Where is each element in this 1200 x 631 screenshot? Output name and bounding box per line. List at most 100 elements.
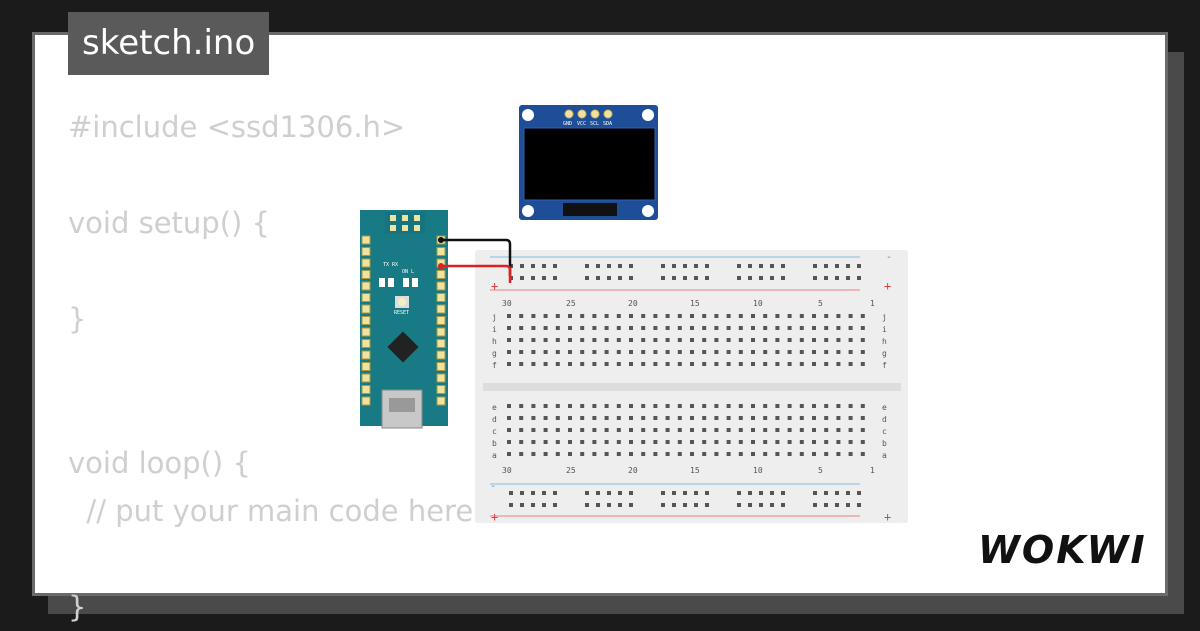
breadboard-hole[interactable] [812,326,816,330]
breadboard-hole[interactable] [519,404,524,408]
breadboard-hole[interactable] [714,314,719,318]
breadboard-hole[interactable] [580,326,585,330]
oled-pin-sda[interactable] [603,109,613,119]
breadboard-hole[interactable] [543,362,548,366]
breadboard-hole[interactable] [738,404,743,408]
breadboard-hole[interactable] [653,416,658,420]
breadboard-hole[interactable] [726,404,731,408]
breadboard-hole[interactable] [787,452,792,456]
breadboard-hole[interactable] [860,326,865,330]
breadboard-hole[interactable] [507,338,511,342]
breadboard-hole[interactable] [616,314,621,318]
breadboard-hole[interactable] [787,350,792,354]
breadboard-hole[interactable] [653,350,658,354]
breadboard-hole[interactable] [702,404,707,408]
breadboard-hole[interactable] [812,338,816,342]
breadboard-hole[interactable] [543,326,548,330]
breadboard-hole[interactable] [641,404,646,408]
breadboard-hole[interactable] [714,350,719,354]
breadboard-hole[interactable] [580,338,585,342]
breadboard-hole[interactable] [677,416,682,420]
breadboard-hole[interactable] [781,491,785,495]
breadboard-hole[interactable] [507,350,511,354]
arduino-pin[interactable] [361,304,371,314]
breadboard-hole[interactable] [690,362,694,366]
breadboard-hole[interactable] [824,276,828,280]
breadboard-hole[interactable] [531,428,536,432]
breadboard-hole[interactable] [690,338,694,342]
breadboard-hole[interactable] [775,362,780,366]
arduino-pin[interactable] [361,362,371,371]
breadboard-hole[interactable] [607,276,611,280]
arduino-pin[interactable] [436,270,446,279]
breadboard-hole[interactable] [702,440,707,444]
wire-red[interactable] [441,264,512,283]
breadboard-hole[interactable] [618,491,622,495]
breadboard-hole[interactable] [726,440,731,444]
breadboard-hole[interactable] [857,264,861,268]
breadboard-hole[interactable] [629,314,633,318]
breadboard-hole[interactable] [770,276,774,280]
breadboard-hole[interactable] [507,362,511,366]
breadboard-hole[interactable] [813,503,817,507]
breadboard-hole[interactable] [726,452,731,456]
breadboard-hole[interactable] [860,404,865,408]
breadboard-hole[interactable] [714,404,719,408]
breadboard-hole[interactable] [641,314,646,318]
breadboard-hole[interactable] [751,404,755,408]
breadboard-hole[interactable] [507,440,511,444]
breadboard-hole[interactable] [690,350,694,354]
breadboard-hole[interactable] [748,491,752,495]
breadboard-hole[interactable] [531,404,536,408]
breadboard-hole[interactable] [824,452,829,456]
breadboard-hole[interactable] [799,326,804,330]
breadboard-hole[interactable] [531,350,536,354]
breadboard-hole[interactable] [690,428,694,432]
breadboard-hole[interactable] [824,491,828,495]
breadboard-hole[interactable] [629,362,633,366]
breadboard-hole[interactable] [641,362,646,366]
breadboard-hole[interactable] [555,416,560,420]
breadboard-hole[interactable] [702,350,707,354]
breadboard-hole[interactable] [592,326,597,330]
breadboard-hole[interactable] [585,503,589,507]
breadboard-hole[interactable] [665,326,670,330]
breadboard-hole[interactable] [763,350,768,354]
breadboard-hole[interactable] [846,491,850,495]
breadboard-hole[interactable] [759,264,763,268]
breadboard-hole[interactable] [592,452,597,456]
breadboard-hole[interactable] [519,338,524,342]
breadboard-hole[interactable] [702,428,707,432]
breadboard-hole[interactable] [629,428,633,432]
breadboard-hole[interactable] [519,416,524,420]
breadboard-hole[interactable] [751,416,755,420]
breadboard-hole[interactable] [543,314,548,318]
breadboard-hole[interactable] [580,416,585,420]
breadboard-hole[interactable] [519,326,524,330]
breadboard-hole[interactable] [748,503,752,507]
breadboard-hole[interactable] [555,362,560,366]
breadboard-hole[interactable] [824,264,828,268]
breadboard-hole[interactable] [759,491,763,495]
breadboard-hole[interactable] [555,350,560,354]
breadboard-hole[interactable] [763,404,768,408]
breadboard-hole[interactable] [580,428,585,432]
breadboard-hole[interactable] [705,491,709,495]
breadboard-hole[interactable] [629,404,633,408]
breadboard-hole[interactable] [835,276,839,280]
breadboard-hole[interactable] [616,452,621,456]
breadboard-hole[interactable] [531,362,536,366]
oled-display[interactable]: GND VCC SCL SDA [519,105,658,220]
breadboard-hole[interactable] [653,314,658,318]
breadboard-hole[interactable] [846,503,850,507]
arduino-pin[interactable] [361,316,371,325]
breadboard-hole[interactable] [748,276,752,280]
breadboard-hole[interactable] [848,326,853,330]
breadboard-hole[interactable] [702,416,707,420]
breadboard-hole[interactable] [824,314,829,318]
breadboard-hole[interactable] [683,276,687,280]
arduino-pin[interactable] [361,339,371,348]
breadboard-hole[interactable] [683,264,687,268]
breadboard-hole[interactable] [677,428,682,432]
